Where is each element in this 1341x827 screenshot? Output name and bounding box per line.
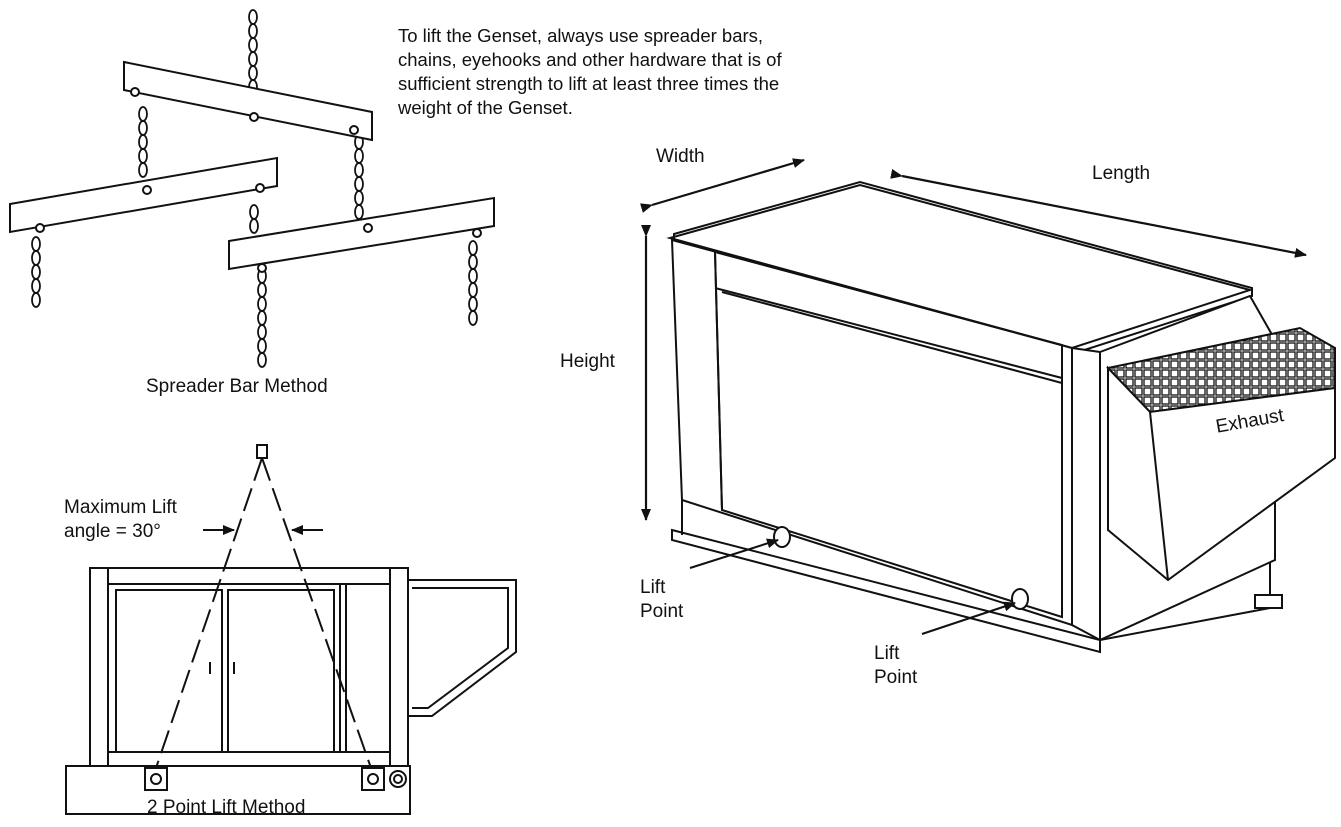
spreader-bar-caption: Spreader Bar Method: [146, 376, 328, 397]
top-spreader-bar: [123, 60, 373, 142]
lift-arrow-rear: [921, 601, 1016, 635]
base-skid: [671, 528, 1101, 654]
right-spreader-bar: [228, 196, 495, 271]
length-arrow: [890, 168, 1307, 258]
lift-hook: [256, 444, 268, 459]
width-label: Width: [656, 146, 705, 167]
left-spreader-bar: [9, 156, 278, 234]
middle-chains: [138, 106, 364, 220]
lift-point-hole-rear: [1011, 588, 1029, 610]
two-point-lift-caption: 2 Point Lift Method: [147, 797, 306, 818]
lift-arrow-front: [689, 538, 779, 569]
lifting-instructions: To lift the Genset, always use spreader …: [398, 25, 782, 118]
top-chain: [248, 9, 258, 95]
lower-chains: [31, 204, 478, 368]
max-lift-angle-label: Maximum Lift angle = 30°: [64, 497, 177, 542]
side-panel: [1071, 346, 1101, 642]
height-label: Height: [560, 351, 615, 372]
lift-point-label-rear: Lift Point: [874, 643, 918, 688]
lift-point-hole-front: [773, 526, 791, 548]
width-arrow: [640, 158, 805, 213]
length-label: Length: [1092, 163, 1151, 184]
two-point-lift-illustration: [65, 444, 517, 815]
spreader-bar-illustration: [9, 9, 495, 368]
lift-point-label-front: Lift Point: [640, 577, 684, 622]
genset-illustration: [640, 158, 1336, 654]
